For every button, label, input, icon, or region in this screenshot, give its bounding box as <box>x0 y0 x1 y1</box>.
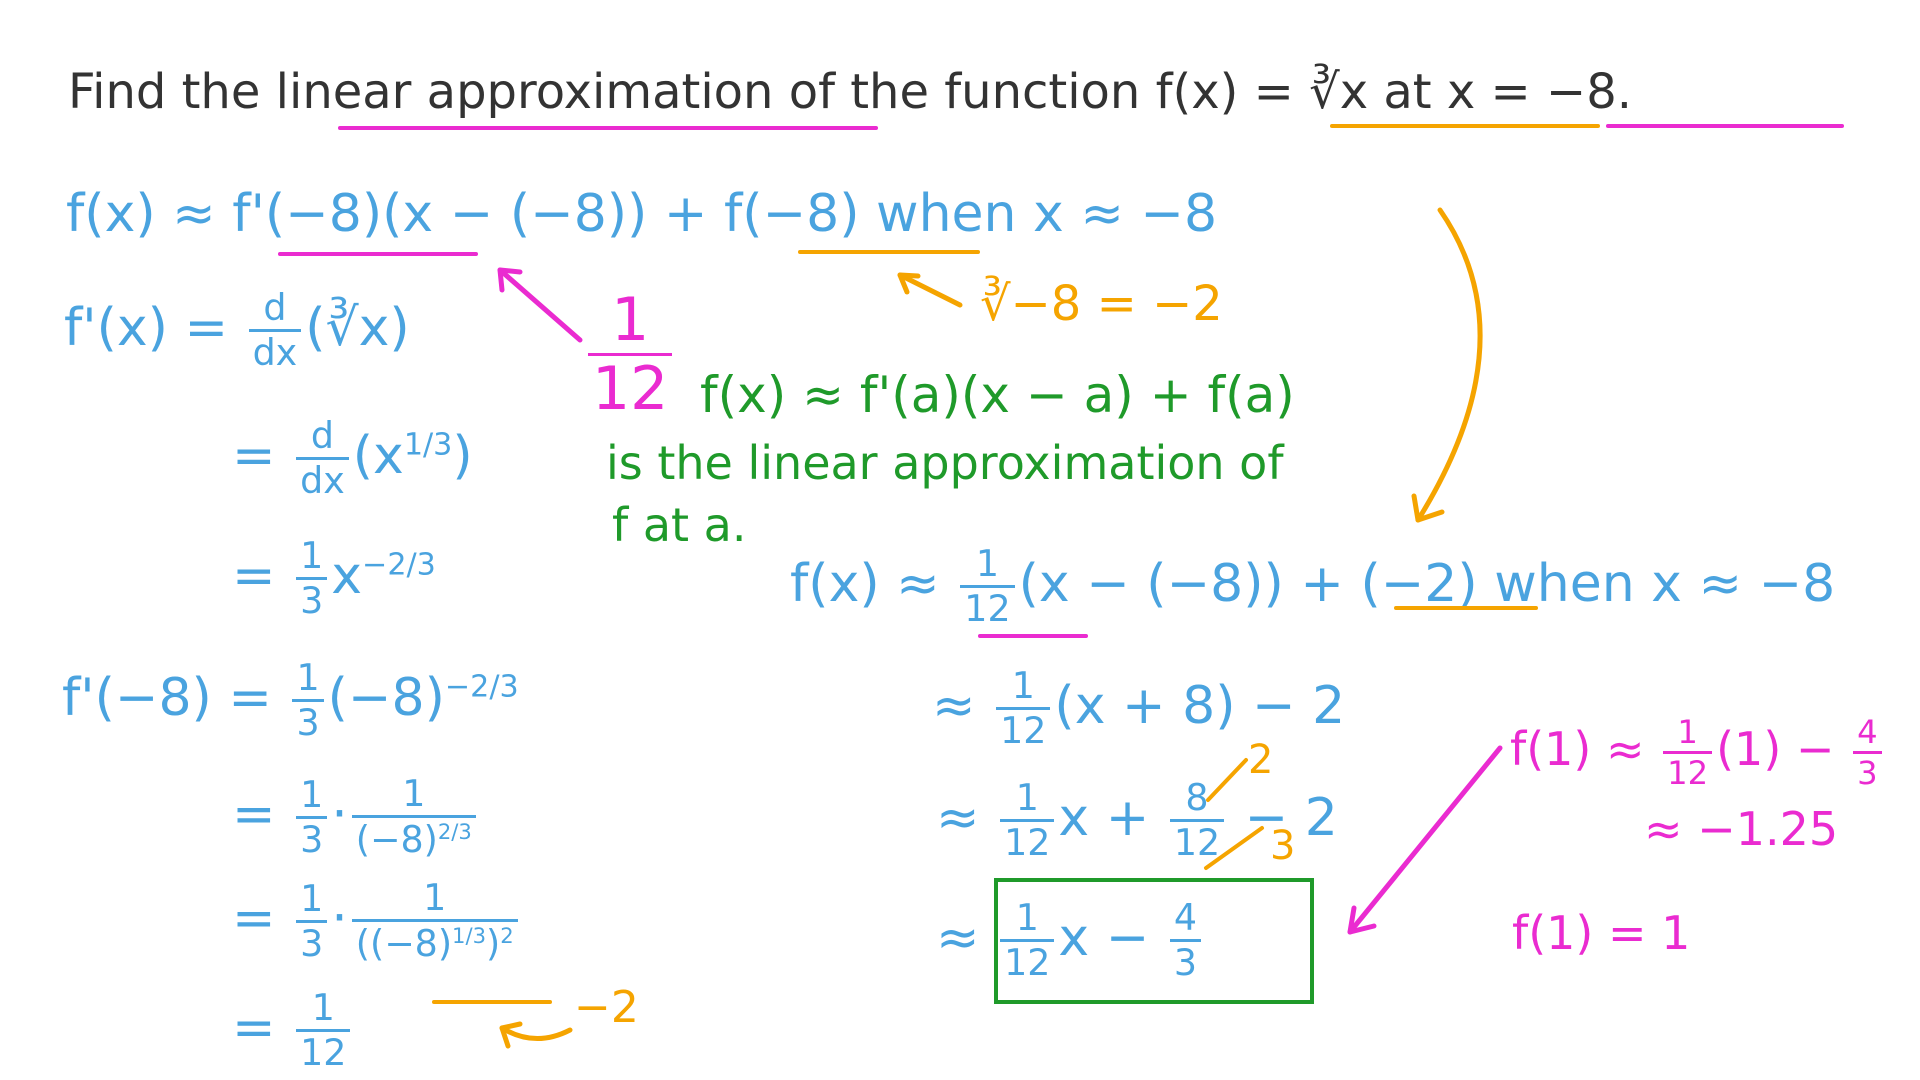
question-term: linear approximation <box>275 64 774 120</box>
orange-arrow-curve <box>1415 207 1483 523</box>
note-numerator: 1 <box>611 285 650 355</box>
reduced-numerator: 2 <box>1248 737 1274 783</box>
question-middle: of the function <box>773 64 1156 120</box>
question-at: at x = −8 <box>1368 64 1617 120</box>
question-line: Find the linear approximation of the fun… <box>68 68 1632 116</box>
magenta-arrow-to-answer <box>1347 745 1503 935</box>
deriv-lhs: f'(x) = <box>64 297 245 358</box>
green-note-line1: f(x) ≈ f'(a)(x − a) + f(a) <box>700 366 1295 424</box>
formula-condition: when x ≈ −8 <box>859 184 1218 244</box>
underline-fvalue <box>798 250 980 254</box>
formula-lhs: f(x) ≈ <box>66 184 233 244</box>
underline-intercept <box>1394 606 1538 610</box>
green-note-line3: f at a. <box>612 498 747 552</box>
green-note-line2: is the linear approximation of <box>606 436 1284 490</box>
final-answer-box <box>994 878 1314 1004</box>
strike-denominator <box>1204 826 1264 870</box>
check-line-3: f(1) = 1 <box>1512 906 1691 960</box>
cube-root-result: −2 <box>574 982 639 1033</box>
orange-arrow-to-fvalue <box>897 272 963 308</box>
fvalue-result: = −2 <box>1081 276 1223 332</box>
underline-function <box>1330 124 1600 128</box>
strike-numerator <box>1206 758 1248 802</box>
orange-arrow-cube-root <box>499 1025 573 1041</box>
underline-linear-approximation <box>338 126 878 130</box>
note-denominator: 12 <box>588 353 673 419</box>
underline-cube-root <box>432 1000 552 1004</box>
underline-slope <box>978 634 1088 638</box>
linearization-formula: f(x) ≈ f'(−8)(x − (−8)) + f(−8) when x ≈… <box>66 188 1217 240</box>
formula-derivative: f'(−8) <box>232 184 383 244</box>
magenta-arrow-to-derivative <box>497 267 583 343</box>
question-function: f(x) = ∛x <box>1155 64 1369 120</box>
question-lead: Find the <box>68 64 276 120</box>
underline-derivative <box>278 252 478 256</box>
fvalue-evaluation: ∛−8 = −2 <box>980 280 1223 328</box>
formula-middle: (x − (−8)) + <box>382 184 724 244</box>
cube-root-expression: ∛−8 <box>980 276 1082 332</box>
formula-fvalue: f(−8) <box>723 184 860 244</box>
reduced-denominator: 3 <box>1270 823 1296 869</box>
question-end: . <box>1616 64 1633 120</box>
check-line-2: ≈ −1.25 <box>1644 802 1839 856</box>
underline-at-point <box>1606 124 1844 128</box>
deriv-argument: (∛x) <box>305 297 410 358</box>
